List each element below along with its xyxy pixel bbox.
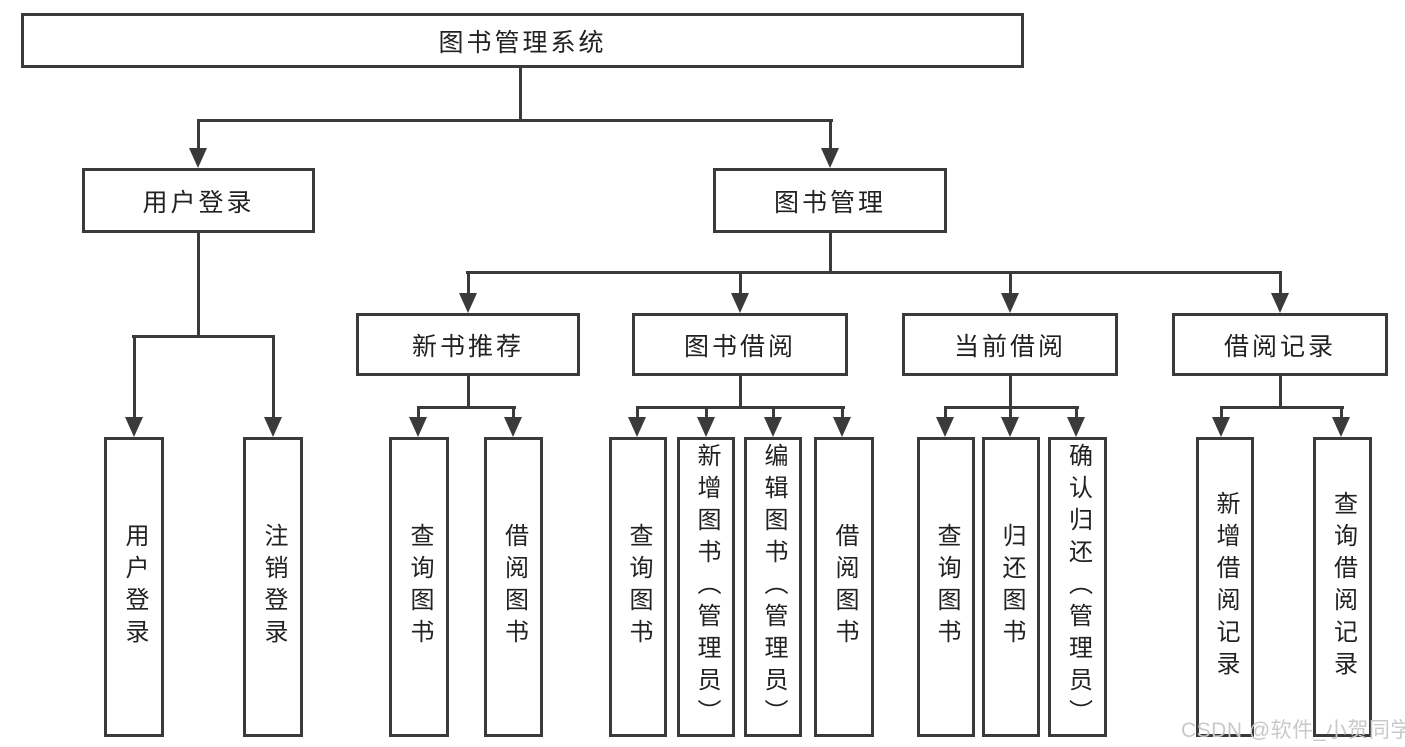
arrowhead-icon <box>764 417 782 437</box>
connector-drop <box>1340 406 1343 421</box>
arrowhead-icon <box>409 417 427 437</box>
leaf-recommend-borrow-books: 借阅图书 <box>484 437 543 737</box>
arrowhead-icon <box>1271 293 1289 313</box>
arrowhead-icon <box>697 417 715 437</box>
node-label: 查询图书 <box>406 523 433 651</box>
leaf-borrowing-borrow-books: 借阅图书 <box>814 437 874 737</box>
connector-current-stem <box>1009 376 1012 408</box>
connector-drop <box>197 119 200 152</box>
connector-drop <box>944 406 947 421</box>
connector-user-login-stem <box>197 233 200 337</box>
connector-drop <box>272 335 275 421</box>
node-label: 图书管理 <box>773 188 886 217</box>
connector-records-stem <box>1279 376 1282 408</box>
node-book-borrowing: 图书借阅 <box>632 313 848 376</box>
arrowhead-icon <box>1001 417 1019 437</box>
csdn-watermark: CSDN @软件_小贺同学 <box>1181 719 1405 742</box>
node-label: 新增图书（管理员） <box>693 443 720 731</box>
connector-book-mgmt-stem <box>829 233 832 273</box>
connector-drop <box>467 271 470 297</box>
connector-drop <box>772 406 775 421</box>
connector-drop <box>636 406 639 421</box>
connector-drop <box>841 406 844 421</box>
node-book-management: 图书管理 <box>713 168 947 233</box>
leaf-records-query-record: 查询借阅记录 <box>1313 437 1372 737</box>
node-label: 新书推荐 <box>411 332 524 361</box>
arrowhead-icon <box>821 148 839 168</box>
node-current-borrowing: 当前借阅 <box>902 313 1118 376</box>
arrowhead-icon <box>125 417 143 437</box>
connector-records-branch <box>1220 406 1344 409</box>
leaf-current-query-books: 查询图书 <box>917 437 975 737</box>
node-label: 图书管理系统 <box>438 28 607 57</box>
arrowhead-icon <box>264 417 282 437</box>
arrowhead-icon <box>833 417 851 437</box>
node-label: 确认归还（管理员） <box>1064 443 1092 731</box>
arrowhead-icon <box>1332 417 1350 437</box>
leaf-logout: 注销登录 <box>243 437 303 737</box>
connector-drop <box>1009 406 1012 421</box>
arrowhead-icon <box>459 293 477 313</box>
connector-drop <box>417 406 420 421</box>
node-root-library-system: 图书管理系统 <box>21 13 1024 68</box>
node-label: 查询借阅记录 <box>1329 491 1357 683</box>
node-label: 借阅图书 <box>831 523 858 651</box>
node-label: 查询图书 <box>933 523 960 651</box>
leaf-borrowing-query-books: 查询图书 <box>609 437 667 737</box>
connector-borrowing-stem <box>739 376 742 408</box>
node-label: 编辑图书（管理员） <box>760 443 787 731</box>
connector-drop <box>133 335 136 421</box>
leaf-user-login: 用户登录 <box>104 437 164 737</box>
leaf-records-add-record: 新增借阅记录 <box>1196 437 1254 737</box>
leaf-current-confirm-return-admin: 确认归还（管理员） <box>1048 437 1107 737</box>
node-label: 查询图书 <box>625 523 652 651</box>
arrowhead-icon <box>189 148 207 168</box>
arrowhead-icon <box>1067 417 1085 437</box>
connector-drop <box>1279 271 1282 297</box>
leaf-borrowing-edit-books-admin: 编辑图书（管理员） <box>744 437 802 737</box>
node-new-book-recommend: 新书推荐 <box>356 313 580 376</box>
node-label: 新增借阅记录 <box>1212 491 1239 683</box>
connector-borrowing-branch <box>636 406 845 409</box>
connector-recommend-branch <box>417 406 516 409</box>
arrowhead-icon <box>936 417 954 437</box>
arrowhead-icon <box>1001 293 1019 313</box>
connector-drop <box>1220 406 1223 421</box>
arrowhead-icon <box>731 293 749 313</box>
leaf-borrowing-add-books-admin: 新增图书（管理员） <box>677 437 735 737</box>
connector-user-login-branch <box>132 335 275 338</box>
leaf-recommend-query-books: 查询图书 <box>389 437 449 737</box>
connector-root-branch <box>197 119 833 122</box>
node-label: 归还图书 <box>998 523 1025 651</box>
node-user-login: 用户登录 <box>82 168 315 233</box>
connector-drop <box>705 406 708 421</box>
connector-book-mgmt-branch <box>466 271 1282 274</box>
node-label: 借阅图书 <box>500 523 528 651</box>
leaf-current-return-books: 归还图书 <box>982 437 1040 737</box>
node-label: 借阅记录 <box>1223 332 1336 361</box>
node-label: 图书借阅 <box>683 332 796 361</box>
connector-drop <box>1075 406 1078 421</box>
node-label: 当前借阅 <box>953 332 1066 361</box>
connector-drop <box>829 119 832 152</box>
node-label: 用户登录 <box>142 188 255 217</box>
arrowhead-icon <box>1212 417 1230 437</box>
connector-recommend-stem <box>467 376 470 408</box>
node-label: 注销登录 <box>260 523 287 651</box>
node-label: 用户登录 <box>121 523 148 651</box>
connector-drop <box>512 406 515 421</box>
arrowhead-icon <box>504 417 522 437</box>
connector-drop <box>1009 271 1012 297</box>
connector-root-stem <box>519 68 522 121</box>
connector-drop <box>739 271 742 297</box>
arrowhead-icon <box>628 417 646 437</box>
node-borrowing-records: 借阅记录 <box>1172 313 1388 376</box>
